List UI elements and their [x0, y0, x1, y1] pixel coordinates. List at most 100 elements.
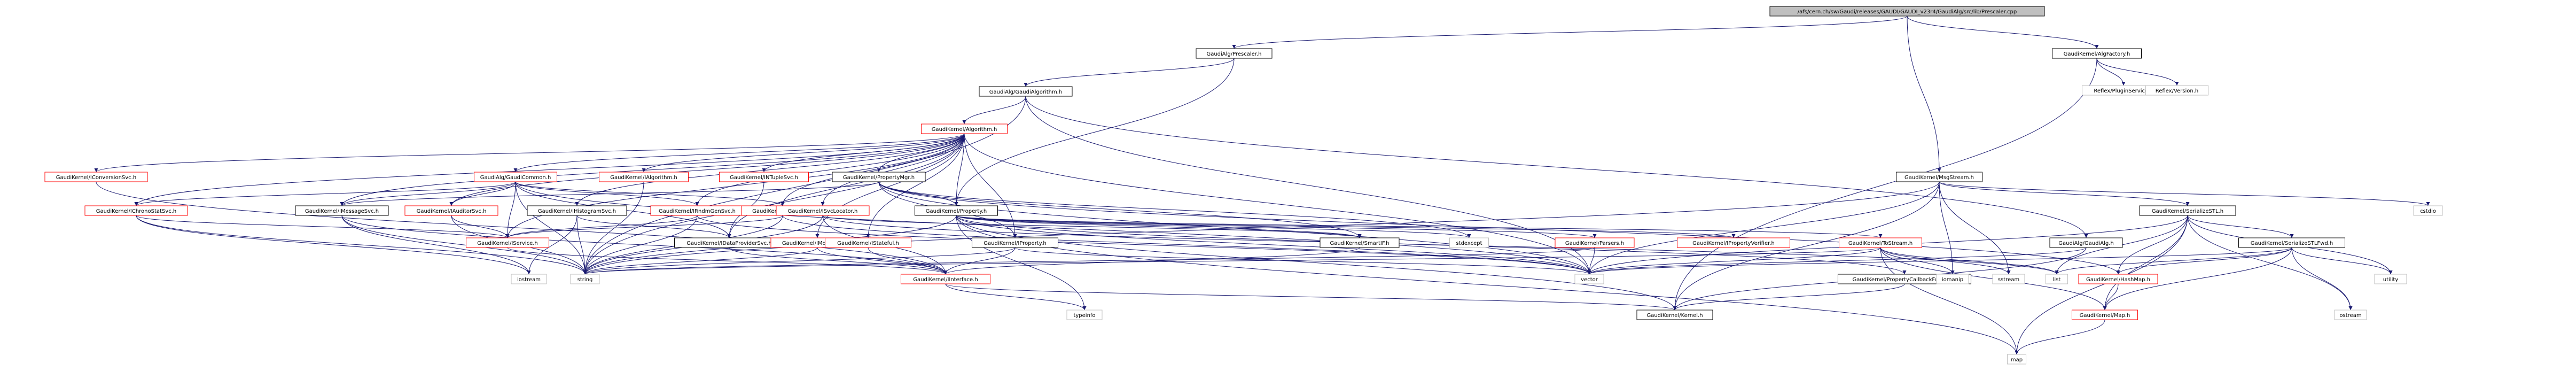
graph-edge-n9-n23 [505, 181, 516, 238]
graph-node-box [776, 205, 870, 216]
graph-node-box [2145, 85, 2208, 96]
graph-node-n48: ostream [2334, 310, 2367, 320]
graph-node-box [295, 205, 389, 216]
graph-edge-n20-n45 [956, 215, 1087, 311]
graph-node-n26[interactable]: GaudiKernel/IStateful.h [825, 237, 911, 248]
graph-node-n44: utility [2374, 274, 2407, 284]
graph-edge-n14-n35 [341, 215, 531, 275]
graph-node-n15[interactable]: GaudiKernel/IAuditorSvc.h [404, 205, 498, 216]
graph-node-box [1936, 274, 1969, 284]
graph-node-n42: list [2046, 274, 2068, 284]
graph-node-n2[interactable]: GaudiKernel/AlgFactory.h [2052, 48, 2142, 59]
graph-node-n31[interactable]: GaudiKernel/IPropertyVerifier.h [1677, 237, 1790, 248]
graph-edge-n20-n31 [956, 215, 1736, 238]
graph-node-n37[interactable]: GaudiKernel/IInterface.h [901, 274, 990, 284]
graph-node-box [511, 274, 547, 284]
graph-node-box [44, 172, 148, 182]
graph-edge-n34-n44 [2291, 247, 2393, 275]
graph-node-box [599, 172, 689, 182]
graph-node-label: GaudiKernel/Map.h [2080, 313, 2130, 319]
graph-node-label: GaudiKernel/HashMap.h [2086, 277, 2150, 283]
graph-edge-n12-n28 [878, 181, 1362, 238]
graph-node-label: GaudiKernel/IPropertyVerifier.h [1692, 241, 1775, 246]
graph-node-n33[interactable]: GaudiAlg/GaudiAlg.h [2049, 237, 2123, 248]
graph-node-n27[interactable]: GaudiKernel/IProperty.h [972, 237, 1058, 248]
graph-node-n23[interactable]: GaudiKernel/IService.h [466, 237, 549, 248]
graph-node-n8[interactable]: GaudiKernel/IConversionSvc.h [44, 172, 148, 182]
graph-node-box [570, 274, 600, 284]
graph-node-n1[interactable]: GaudiAlg/Prescaler.h [1196, 48, 1273, 59]
graph-node-label: GaudiKernel/ISvcLocator.h [788, 208, 858, 214]
graph-node-n30[interactable]: GaudiKernel/Parsers.h [1555, 237, 1635, 248]
graph-node-label: GaudiKernel/MsgStream.h [1904, 175, 1974, 181]
graph-edge-n23-n37 [507, 247, 948, 275]
graph-edge-n34-n38 [1587, 247, 2292, 275]
graph-node-n22: cstdio [2413, 205, 2443, 216]
graph-node-label: GaudiKernel/Algorithm.h [932, 127, 997, 133]
graph-edge-n1-n3 [1024, 58, 1235, 87]
graph-node-n12[interactable]: GaudiKernel/PropertyMgr.h [832, 172, 926, 182]
graph-node-n24[interactable]: GaudiKernel/IDataProviderSvc.h [674, 237, 784, 248]
graph-node-n17[interactable]: GaudiKernel/IRndmGenSvc.h [650, 205, 744, 216]
graph-node-n0[interactable]: /afs/cern.ch/sw/Gaudi/releases/GAUDI/GAU… [1769, 6, 2045, 17]
graph-node-label: GaudiKernel/PropertyCallbackFunctor.h [1853, 277, 1957, 283]
graph-edge-n27-n37 [943, 247, 1016, 275]
graph-node-box [466, 237, 549, 248]
graph-node-n32[interactable]: GaudiKernel/ToStream.h [1839, 237, 1922, 248]
graph-node-box [972, 237, 1058, 248]
graph-node-n20[interactable]: GaudiKernel/Property.h [915, 205, 998, 216]
graph-edge-n7-n10 [642, 133, 965, 173]
graph-node-n9[interactable]: GaudiAlg/GaudiCommon.h [474, 172, 557, 182]
graph-edge-n2-n5 [2096, 58, 2126, 86]
graph-node-n19[interactable]: GaudiKernel/ISvcLocator.h [776, 205, 870, 216]
graph-edge-n1-n20 [954, 58, 1235, 206]
graph-edge-n4-n38 [1587, 181, 1940, 275]
graph-node-n16[interactable]: GaudiKernel/IHistogramSvc.h [527, 205, 627, 216]
graph-node-n21[interactable]: GaudiKernel/SerializeSTL.h [2139, 205, 2236, 216]
graph-node-n7[interactable]: GaudiKernel/Algorithm.h [921, 123, 1008, 134]
graph-node-box [2238, 237, 2345, 248]
graph-node-label: GaudiKernel/IDataProviderSvc.h [686, 241, 771, 246]
graph-node-box [915, 205, 998, 216]
graph-edge-n32-n38 [1587, 247, 1881, 275]
graph-node-n14[interactable]: GaudiKernel/IMessageSvc.h [295, 205, 389, 216]
graph-edge-n18-n23 [505, 215, 783, 238]
graph-edge-n7-n16 [575, 133, 965, 206]
graph-node-label: utility [2383, 277, 2399, 283]
graph-edge-n7-n23 [505, 133, 965, 238]
graph-node-box [1449, 237, 1489, 248]
graph-node-n11[interactable]: GaudiKernel/INTupleSvc.h [719, 172, 809, 182]
graph-node-n3[interactable]: GaudiAlg/GaudiAlgorithm.h [979, 86, 1073, 97]
graph-node-label: GaudiKernel/IMessageSvc.h [305, 208, 379, 214]
graph-node-label: GaudiAlg/GaudiCommon.h [480, 175, 551, 181]
graph-node-n13[interactable]: GaudiKernel/IChronoStatSvc.h [84, 205, 188, 216]
graph-node-box [2374, 274, 2407, 284]
graph-node-n43[interactable]: GaudiKernel/HashMap.h [2078, 274, 2158, 284]
graph-edge-n7-n18 [780, 133, 965, 206]
graph-node-label: GaudiKernel/IProperty.h [983, 241, 1046, 246]
graph-node-n10[interactable]: GaudiKernel/IAlgorithm.h [599, 172, 689, 182]
graph-edge-n9-n15 [449, 181, 516, 206]
graph-edge-n4-n40 [1939, 181, 1955, 275]
graph-node-label: list [2053, 277, 2061, 283]
graph-node-n4[interactable]: GaudiKernel/MsgStream.h [1896, 172, 1982, 182]
graph-node-label: GaudiKernel/IRndmGenSvc.h [659, 208, 736, 214]
graph-node-label: GaudiKernel/IService.h [477, 241, 538, 246]
graph-node-box [1066, 310, 1103, 320]
graph-edge-n7-n26 [866, 133, 965, 238]
graph-edge-n26-n37 [868, 247, 948, 275]
graph-node-n47[interactable]: GaudiKernel/Map.h [2072, 310, 2138, 320]
graph-node-box [2078, 274, 2158, 284]
graph-edge-n20-n38 [956, 215, 1591, 275]
graph-node-n49: map [2007, 354, 2026, 365]
graph-node-box [1196, 48, 1273, 59]
graph-node-label: sstream [1998, 277, 2019, 283]
graph-edge-n27-n36 [583, 247, 1016, 275]
graph-node-n46[interactable]: GaudiKernel/Kernel.h [1636, 310, 1713, 320]
graph-node-n28[interactable]: GaudiKernel/SmartIF.h [1320, 237, 1400, 248]
graph-node-label: GaudiKernel/IHistogramSvc.h [538, 208, 616, 214]
graph-edge-n7-n14 [340, 133, 965, 206]
graph-node-box [2413, 205, 2443, 216]
graph-node-n34[interactable]: GaudiKernel/SerializeSTLFwd.h [2238, 237, 2345, 248]
